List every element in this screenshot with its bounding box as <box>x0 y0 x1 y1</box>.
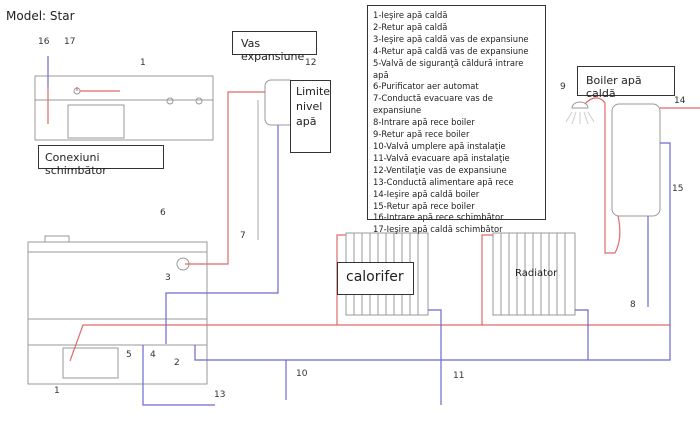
callout: 16 <box>38 37 50 47</box>
water-level-label: Limite nivel apă <box>290 80 331 153</box>
legend-item: 14-Ieşire apă caldă boiler <box>373 188 480 199</box>
legend-item: 3-Ieşire apă caldă vas de expansiune <box>373 33 529 44</box>
hot-water-pipes <box>47 87 700 362</box>
legend-item: 1-Ieşire apă caldă <box>373 10 448 20</box>
legend-item: 2-Retur apă caldă <box>373 21 448 32</box>
legend-item: 10-Valvă umplere apă instalaţie <box>373 140 506 151</box>
legend-item: 5-Valvă de siguranţă căldură intrare apă <box>373 57 524 80</box>
radiator <box>492 232 576 316</box>
exchanger-unit <box>34 75 214 141</box>
legend-item: 12-Ventilaţie vas de expansiune <box>373 164 507 175</box>
legend-item: 4-Retur apă caldă vas de expansiune <box>373 45 529 56</box>
callout: 9 <box>560 82 566 92</box>
callout: 12 <box>305 58 317 68</box>
legend-item: 7-Conductă evacuare vas de expansiune <box>373 93 493 116</box>
callout: 7 <box>240 231 246 241</box>
callout: 15 <box>672 184 684 194</box>
legend-item: 8-Intrare apă rece boiler <box>373 117 475 128</box>
expansion-vessel-label: Vas expansiune <box>232 31 317 63</box>
legend: 1-Ieşire apă caldă 2-Retur apă caldă 3-I… <box>367 5 546 234</box>
callout: 17 <box>64 37 76 47</box>
callout: 11 <box>453 371 465 381</box>
callout: 1 <box>140 58 146 68</box>
legend-item: 17-Ieşire apă caldă schimbător <box>373 224 503 235</box>
legend-item: 16-Intrare apă rece schimbător <box>373 212 504 223</box>
model-title: Model: Star <box>6 9 75 23</box>
callout: 4 <box>150 350 156 360</box>
callout: 2 <box>174 358 180 368</box>
callout: 6 <box>160 208 166 218</box>
legend-item: 13-Conductă alimentare apă rece <box>373 176 514 187</box>
callout: 5 <box>126 350 132 360</box>
callout: 8 <box>630 300 636 310</box>
exchanger-label: Conexiuni schimbător <box>38 145 164 177</box>
callout: 3 <box>165 273 171 283</box>
callout: 13 <box>214 390 226 400</box>
radiator-label: Radiator <box>515 268 558 279</box>
hot-water-tank <box>611 103 661 217</box>
callout: 10 <box>296 369 308 379</box>
hot-water-boiler-label: Boiler apă caldă <box>577 66 675 100</box>
legend-item: 9-Retur apă rece boiler <box>373 129 470 140</box>
callout: 14 <box>674 96 686 106</box>
shower-head-icon <box>571 101 589 109</box>
legend-item: 6-Purificator aer automat <box>373 81 479 92</box>
legend-item: 15-Retur apă rece boiler <box>373 200 475 211</box>
cold-water-pipes <box>47 56 671 406</box>
calorifer-label: calorifer <box>337 262 414 295</box>
callout: 1 <box>54 386 60 396</box>
legend-item: 11-Valvă evacuare apă instalaţie <box>373 152 510 163</box>
